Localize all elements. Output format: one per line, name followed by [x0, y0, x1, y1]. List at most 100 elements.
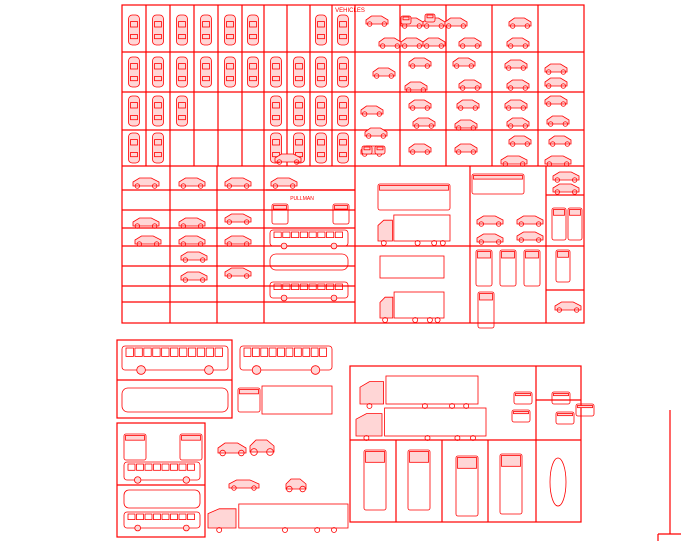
car-side-view: [546, 115, 570, 127]
truck-top-view: [407, 449, 431, 511]
car-side-view: [544, 155, 572, 167]
car-top-view: [200, 56, 212, 88]
car-side-view: [544, 95, 568, 107]
pickup-top-view: [477, 291, 495, 329]
car-side-view: [506, 117, 530, 129]
van-top-view: [471, 173, 525, 195]
car-side-view: [408, 57, 432, 69]
car-top-view: [224, 56, 236, 88]
bus-front-view: [123, 433, 147, 461]
pullman-bus-side-2: [269, 281, 349, 302]
car-side-view: [249, 439, 275, 456]
sheet-title: VEHICLES: [335, 8, 365, 14]
car-top-view: [293, 56, 305, 88]
car-top-view-small: [567, 207, 583, 241]
bus-side-view: [123, 461, 201, 484]
car-side-view: [360, 105, 384, 117]
car-side-view: [508, 17, 532, 29]
car-side-view: [458, 79, 482, 91]
car-top-view: [224, 14, 236, 46]
bus-front-view: [271, 203, 289, 225]
car-top-view-small: [551, 207, 567, 241]
car-side-view: [400, 37, 424, 49]
car-front-view: [400, 15, 412, 25]
vehicle-symbols: [121, 13, 595, 533]
truck-top-view: [455, 455, 479, 517]
car-side-view: [372, 67, 396, 79]
car-side-view: [552, 183, 580, 195]
small-vehicle-icon: [513, 391, 533, 405]
car-top-view: [152, 14, 164, 46]
car-side-view: [274, 153, 302, 165]
car-top-view: [128, 132, 140, 164]
bus-top-view: [123, 489, 201, 509]
car-top-view: [128, 14, 140, 46]
truck-top-view-2: [379, 255, 445, 279]
car-side-view: [506, 79, 530, 91]
car-top-view: [176, 95, 188, 127]
pickup-top-view: [475, 249, 493, 287]
car-side-view: [228, 479, 260, 491]
turning-vehicle-top: [549, 457, 567, 507]
coach-bus-side: [121, 345, 229, 375]
small-vehicle-icon: [575, 403, 595, 417]
car-top-view: [293, 95, 305, 127]
car-top-view: [247, 56, 259, 88]
car-top-view: [128, 95, 140, 127]
car-side-view: [408, 143, 432, 155]
bus-rear-view: [179, 433, 203, 461]
car-side-view: [365, 15, 389, 27]
car-top-view: [315, 95, 327, 127]
car-side-view: [217, 442, 247, 457]
car-top-view: [270, 95, 282, 127]
tractor-top-view: [237, 387, 261, 413]
car-side-view: [224, 177, 252, 189]
bus-rear-view: [332, 203, 350, 225]
car-side-view: [444, 17, 468, 29]
car-top-view: [176, 14, 188, 46]
car-side-view: [500, 155, 528, 167]
truck-top-view: [499, 453, 523, 515]
car-side-view: [508, 135, 532, 147]
car-side-view: [285, 478, 307, 493]
car-top-view: [270, 56, 282, 88]
car-side-view: [452, 57, 476, 69]
car-side-view: [454, 119, 478, 131]
truck-side-view: [379, 291, 445, 323]
car-side-view: [132, 177, 160, 189]
pickup-top-view: [499, 249, 517, 287]
car-side-view: [180, 271, 208, 283]
car-side-view: [476, 233, 504, 245]
pullman-bus-side: [269, 229, 349, 250]
pullman-bus-top: [269, 253, 349, 271]
car-top-view: [337, 95, 349, 127]
car-top-view: [315, 56, 327, 88]
car-side-view: [178, 217, 206, 229]
car-side-view: [404, 81, 428, 93]
car-side-view: [364, 127, 388, 139]
car-side-view: [454, 143, 478, 155]
car-side-view: [224, 267, 252, 279]
truck-side-view: [377, 214, 451, 246]
car-side-view: [504, 59, 528, 71]
car-side-view: [544, 77, 568, 89]
car-side-view: [132, 217, 160, 229]
car-side-view: [224, 235, 252, 247]
car-top-view: [200, 14, 212, 46]
car-side-view: [554, 301, 582, 313]
car-top-view: [128, 56, 140, 88]
car-top-view: [247, 14, 259, 46]
car-side-view: [552, 171, 580, 183]
car-side-view: [544, 63, 568, 75]
bus-side-view-2: [123, 511, 201, 532]
car-side-view: [378, 37, 402, 49]
car-side-view: [548, 135, 572, 147]
car-front-view: [361, 145, 373, 155]
car-front-view: [374, 145, 386, 155]
truck-side-view: [207, 503, 349, 533]
car-side-view: [422, 37, 446, 49]
car-top-view: [337, 14, 349, 46]
school-bus-side: [239, 345, 333, 375]
pullman-label: PULLMAN: [290, 196, 314, 202]
